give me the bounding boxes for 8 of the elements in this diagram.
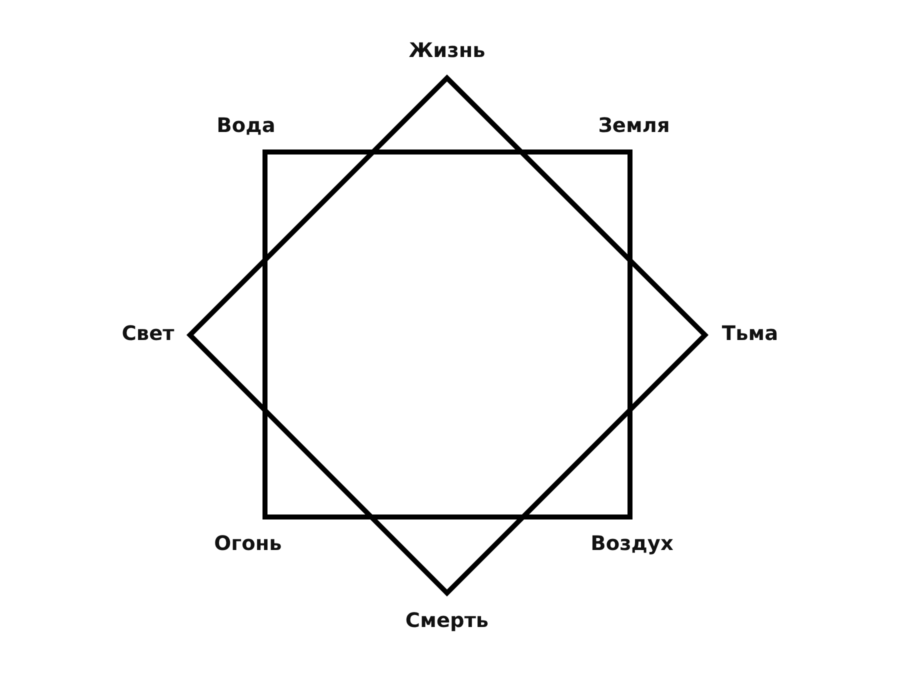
vertex-label: Смерть [405, 608, 489, 632]
vertex-label: Огонь [214, 531, 282, 555]
vertex-label: Земля [598, 113, 670, 137]
vertex-label: Свет [122, 321, 174, 345]
vertex-label: Воздух [590, 531, 674, 555]
vertex-label: Жизнь [408, 38, 486, 62]
vertex-label: Тьма [722, 321, 778, 345]
vertex-label: Вода [216, 113, 276, 137]
